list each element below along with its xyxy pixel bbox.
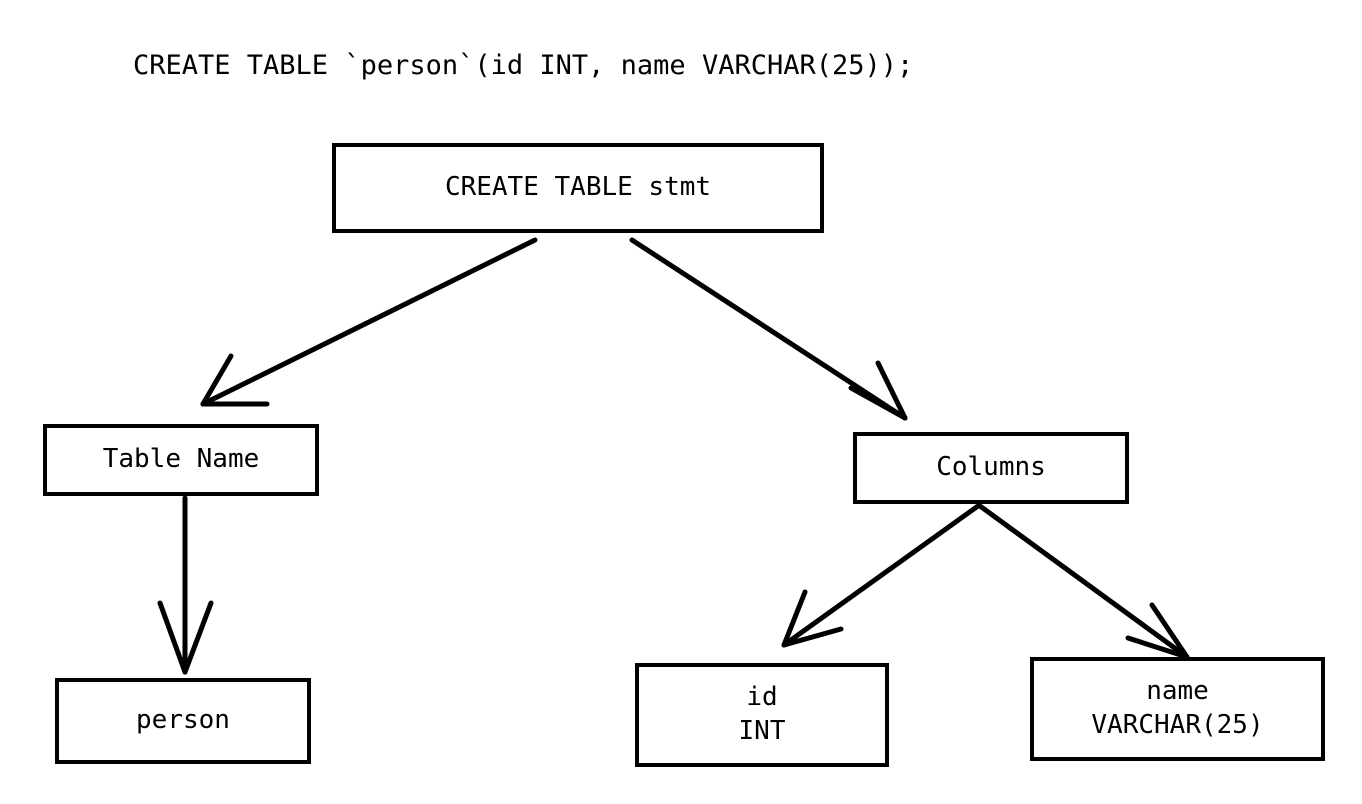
node-column-name[interactable]: name VARCHAR(25) — [1030, 657, 1325, 761]
edge-root-to-columns — [629, 237, 908, 421]
node-label: Table Name — [102, 444, 260, 475]
edge-root-to-table-name — [200, 237, 538, 407]
node-label-type: VARCHAR(25) — [1091, 710, 1264, 740]
node-columns[interactable]: Columns — [853, 432, 1129, 504]
node-label: CREATE TABLE stmt — [444, 172, 712, 203]
node-column-id[interactable]: id INT — [635, 663, 889, 767]
edge-columns-to-name — [977, 503, 1190, 660]
node-table-name[interactable]: Table Name — [43, 424, 319, 496]
node-label: Columns — [936, 452, 1046, 483]
node-label-type: INT — [738, 716, 786, 746]
edge-table-name-to-person — [157, 495, 214, 675]
node-label-name: id — [746, 682, 778, 713]
edge-columns-to-id — [781, 503, 981, 648]
node-label: person — [136, 705, 230, 736]
node-label-name: name — [1146, 676, 1209, 707]
node-person[interactable]: person — [55, 678, 311, 764]
sql-statement-caption: CREATE TABLE `person`(id INT, name VARCH… — [133, 50, 914, 81]
node-create-table-stmt[interactable]: CREATE TABLE stmt — [332, 143, 824, 233]
